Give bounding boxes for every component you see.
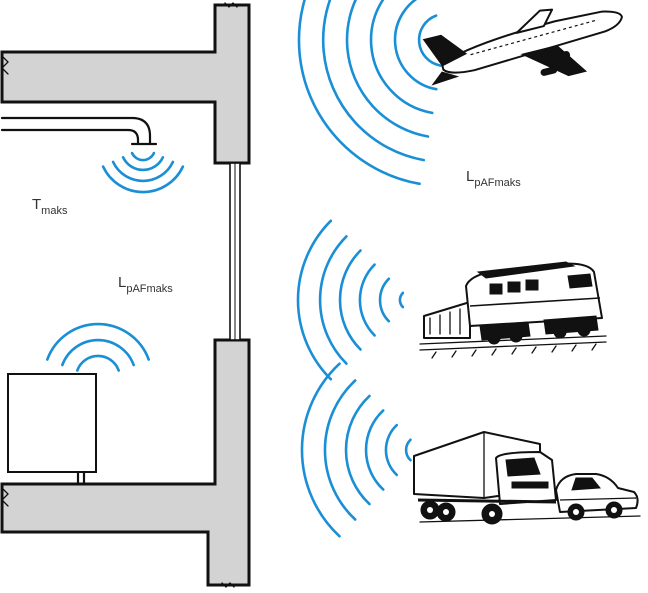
building-section bbox=[0, 2, 251, 588]
noise-waves bbox=[46, 0, 442, 538]
traffic-noise-wave-arc bbox=[300, 362, 341, 538]
appliance-noise-wave-arc bbox=[61, 338, 135, 367]
appliance-noise-wave-arc bbox=[46, 322, 150, 361]
window-icon bbox=[229, 162, 241, 341]
train-noise-wave-arc bbox=[358, 263, 376, 337]
faucet-noise-wave-arc bbox=[130, 151, 156, 162]
break-marks bbox=[1, 2, 238, 588]
tmax-label: Tmaks bbox=[32, 196, 68, 217]
traffic-noise-wave-arc bbox=[364, 409, 385, 491]
airplane-noise-wave-arc bbox=[321, 0, 426, 162]
faucet-noise-wave-arc bbox=[111, 160, 175, 183]
airplane-noise-wave-arc bbox=[345, 0, 430, 138]
appliance-icon bbox=[7, 373, 97, 486]
airplane-noise-wave-arc bbox=[369, 0, 434, 115]
train-icon bbox=[419, 261, 607, 359]
airplane-icon bbox=[422, 8, 623, 86]
train-noise-wave-arc bbox=[338, 249, 362, 351]
traffic-noise-wave-arc bbox=[404, 438, 412, 462]
appliance-noise-wave-arc bbox=[76, 354, 120, 372]
outdoor-sound-level-label: LpAFmaks bbox=[466, 168, 521, 189]
traffic-noise-wave-arc bbox=[384, 423, 399, 477]
traffic-noise-wave-arc bbox=[323, 379, 357, 521]
truck-icon bbox=[413, 431, 557, 525]
car-icon bbox=[419, 473, 641, 523]
train-noise-wave-arc bbox=[398, 291, 405, 309]
indoor-sound-level-label: LpAFmaks bbox=[118, 274, 173, 295]
airplane-noise-wave-arc bbox=[393, 0, 438, 91]
airplane-noise-wave-arc bbox=[417, 14, 442, 67]
upper-wall-and-slab bbox=[0, 3, 251, 165]
train-noise-wave-arc bbox=[296, 219, 333, 381]
train-noise-wave-arc bbox=[318, 235, 348, 365]
lower-wall-and-slab bbox=[0, 338, 251, 587]
train-noise-wave-arc bbox=[378, 277, 391, 323]
airplane-noise-wave-arc bbox=[297, 0, 421, 186]
faucet-noise-wave-arc bbox=[121, 156, 165, 172]
traffic-noise-wave-arc bbox=[344, 394, 371, 506]
faucet-icon bbox=[0, 116, 158, 146]
faucet-noise-wave-arc bbox=[101, 165, 185, 194]
